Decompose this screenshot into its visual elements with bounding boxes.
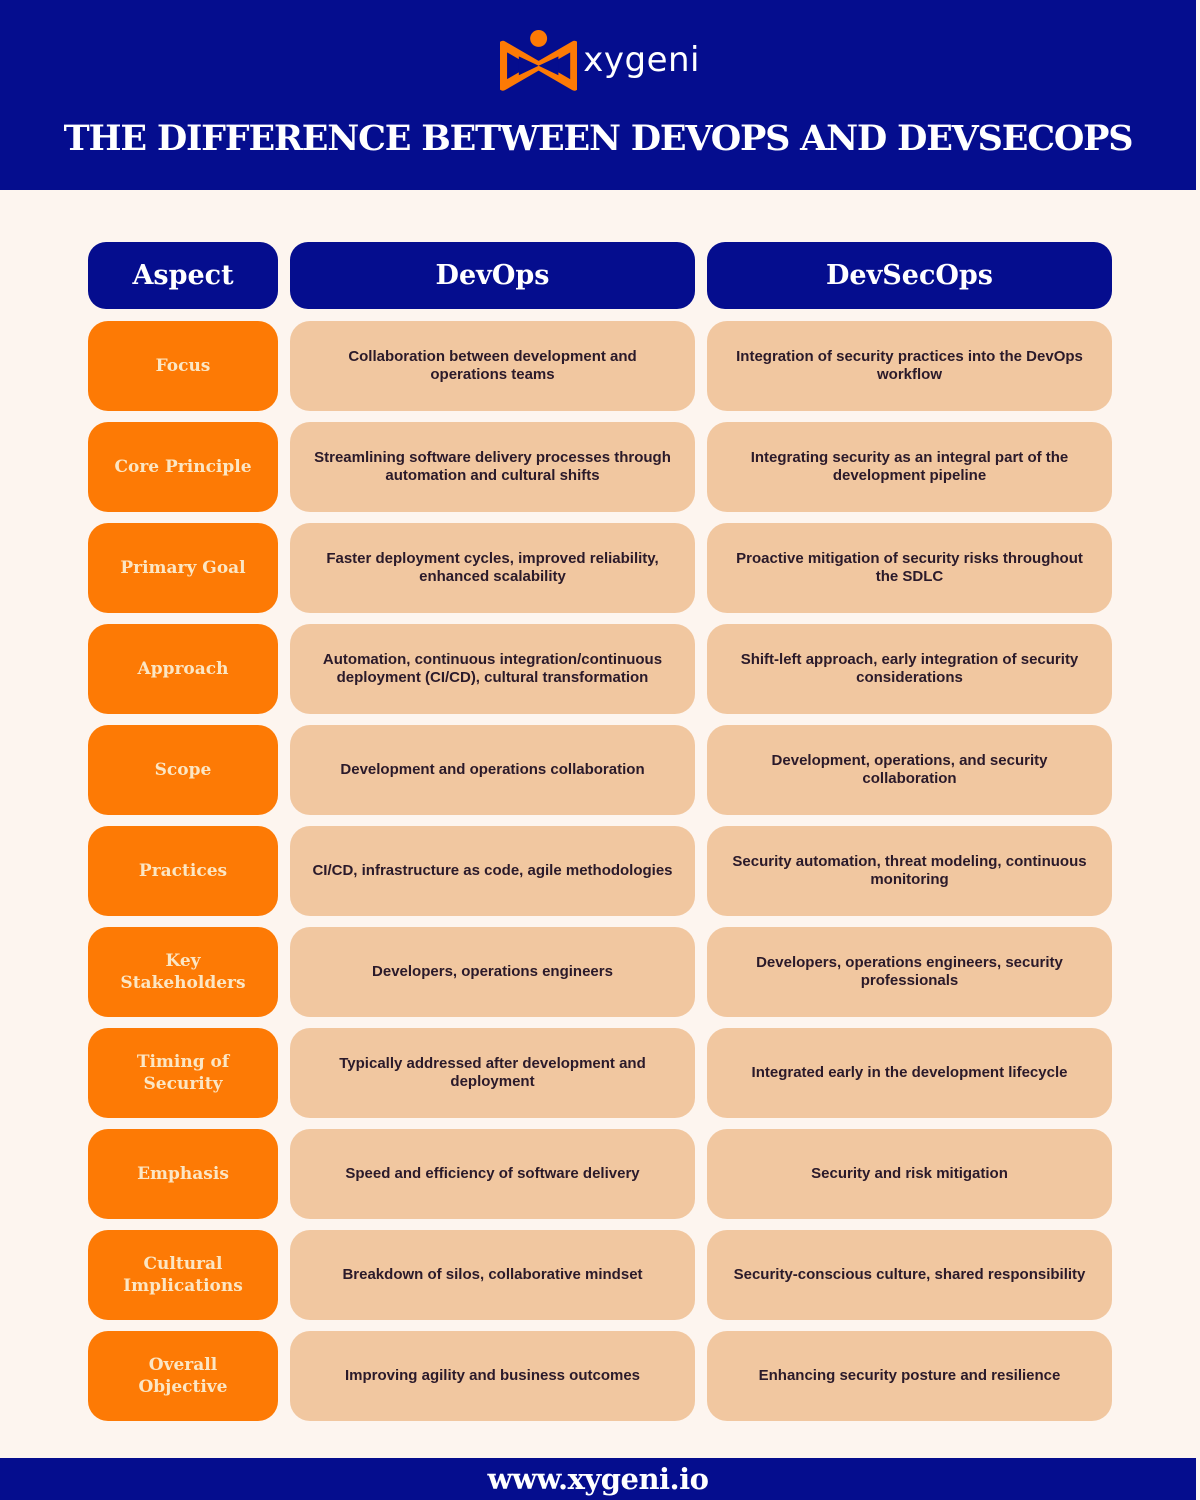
- column-header-devops: DevOps: [290, 242, 695, 309]
- aspect-label: Core Principle: [88, 422, 278, 512]
- devops-value: Development and operations collaboration: [290, 725, 695, 815]
- table-row: Overall Objective Improving agility and …: [88, 1331, 1112, 1421]
- devops-value: Typically addressed after development an…: [290, 1028, 695, 1118]
- devsecops-value: Integration of security practices into t…: [707, 321, 1112, 411]
- table-row: Scope Development and operations collabo…: [88, 725, 1112, 815]
- table-row: Primary Goal Faster deployment cycles, i…: [88, 523, 1112, 613]
- devsecops-value: Development, operations, and security co…: [707, 725, 1112, 815]
- column-header-devsecops: DevSecOps: [707, 242, 1112, 309]
- devsecops-value: Developers, operations engineers, securi…: [707, 927, 1112, 1017]
- aspect-label: Overall Objective: [88, 1331, 278, 1421]
- header-banner: xygeni THE DIFFERENCE BETWEEN DEVOPS AND…: [0, 0, 1196, 190]
- devsecops-value: Security-conscious culture, shared respo…: [707, 1230, 1112, 1320]
- devsecops-value: Integrating security as an integral part…: [707, 422, 1112, 512]
- devops-value: Breakdown of silos, collaborative mindse…: [290, 1230, 695, 1320]
- devsecops-value: Shift-left approach, early integration o…: [707, 624, 1112, 714]
- devsecops-value: Security automation, threat modeling, co…: [707, 826, 1112, 916]
- devops-value: Collaboration between development and op…: [290, 321, 695, 411]
- aspect-label: Timing of Security: [88, 1028, 278, 1118]
- devops-value: Speed and efficiency of software deliver…: [290, 1129, 695, 1219]
- table-row: Focus Collaboration between development …: [88, 321, 1112, 411]
- devops-value: Streamlining software delivery processes…: [290, 422, 695, 512]
- xygeni-logo-icon: [500, 29, 578, 91]
- devsecops-value: Enhancing security posture and resilienc…: [707, 1331, 1112, 1421]
- table-row: Core Principle Streamlining software del…: [88, 422, 1112, 512]
- comparison-table: Aspect DevOps DevSecOps Focus Collaborat…: [88, 242, 1112, 1432]
- devops-value: Faster deployment cycles, improved relia…: [290, 523, 695, 613]
- devsecops-value: Integrated early in the development life…: [707, 1028, 1112, 1118]
- xygeni-logo: xygeni: [500, 26, 700, 98]
- table-row: Cultural Implications Breakdown of silos…: [88, 1230, 1112, 1320]
- devsecops-value: Proactive mitigation of security risks t…: [707, 523, 1112, 613]
- footer-url: www.xygeni.io: [0, 1458, 1196, 1500]
- page-title: THE DIFFERENCE BETWEEN DEVOPS AND DEVSEC…: [63, 118, 1134, 159]
- aspect-label: Primary Goal: [88, 523, 278, 613]
- devops-value: Automation, continuous integration/conti…: [290, 624, 695, 714]
- aspect-label: Key Stakeholders: [88, 927, 278, 1017]
- aspect-label: Emphasis: [88, 1129, 278, 1219]
- aspect-label: Scope: [88, 725, 278, 815]
- aspect-label: Focus: [88, 321, 278, 411]
- table-row: Timing of Security Typically addressed a…: [88, 1028, 1112, 1118]
- aspect-label: Practices: [88, 826, 278, 916]
- brand-name: xygeni: [583, 40, 700, 80]
- devsecops-value: Security and risk mitigation: [707, 1129, 1112, 1219]
- table-row: Approach Automation, continuous integrat…: [88, 624, 1112, 714]
- table-row: Practices CI/CD, infrastructure as code,…: [88, 826, 1112, 916]
- table-header-row: Aspect DevOps DevSecOps: [88, 242, 1112, 309]
- devops-value: Improving agility and business outcomes: [290, 1331, 695, 1421]
- aspect-label: Approach: [88, 624, 278, 714]
- table-row: Emphasis Speed and efficiency of softwar…: [88, 1129, 1112, 1219]
- devops-value: CI/CD, infrastructure as code, agile met…: [290, 826, 695, 916]
- devops-value: Developers, operations engineers: [290, 927, 695, 1017]
- table-row: Key Stakeholders Developers, operations …: [88, 927, 1112, 1017]
- aspect-label: Cultural Implications: [88, 1230, 278, 1320]
- column-header-aspect: Aspect: [88, 242, 278, 309]
